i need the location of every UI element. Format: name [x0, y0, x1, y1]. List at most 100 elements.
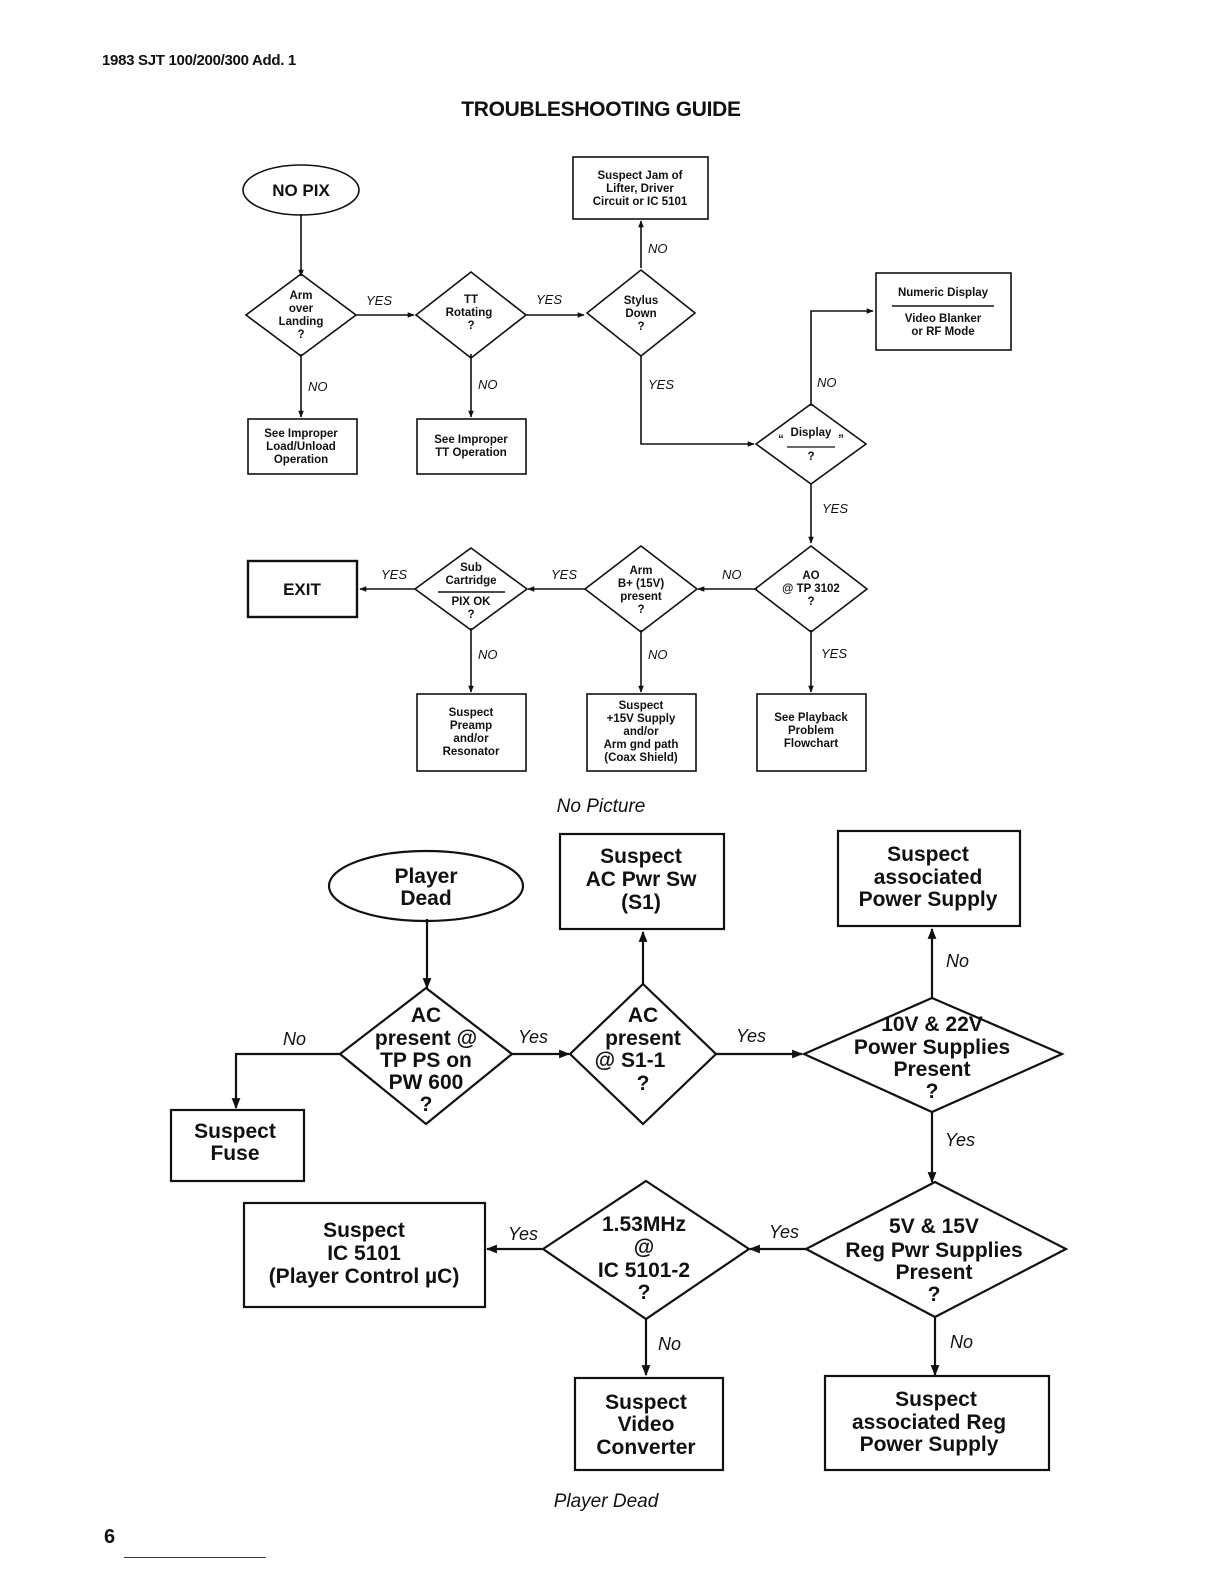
ac-present-s1-line: @ S1-1 — [595, 1049, 666, 1072]
ac-present-tp-line: PW 600 — [389, 1071, 464, 1094]
player-dead-line: Dead — [400, 887, 451, 910]
edge-label-no: NO — [817, 375, 837, 390]
edge-label-yes: Yes — [769, 1222, 799, 1242]
no-pix-oval — [242, 164, 360, 216]
arm-b-plus-line: present — [620, 591, 662, 603]
edge-label-yes: Yes — [945, 1130, 975, 1150]
suspect-ic5101-line: Suspect — [323, 1219, 405, 1242]
suspect-ic5101-line: (Player Control µC) — [269, 1265, 460, 1288]
player-dead-caption: Player Dead — [554, 1491, 660, 1512]
edge-label-no: No — [658, 1334, 681, 1354]
supplies-10v-22v-decision — [801, 996, 1065, 1114]
suspect-15v-line: Suspect — [619, 700, 664, 712]
suspect-15v-line: and/or — [623, 726, 659, 738]
video-blanker-line: Video Blanker — [905, 313, 982, 325]
suspect-jam-line: Lifter, Driver — [606, 183, 674, 195]
suspect-preamp-line: Suspect — [449, 707, 494, 719]
see-improper-tt-line: TT Operation — [435, 447, 507, 459]
stylus-down-line: ? — [637, 321, 644, 333]
no-picture-flowchart — [242, 156, 1012, 772]
stylus-down-decision — [585, 268, 697, 358]
suspect-assoc-ps-line: associated — [874, 866, 983, 889]
ao-tp-line: AO — [802, 570, 819, 582]
ao-tp-line: @ TP 3102 — [782, 583, 840, 595]
player-dead-texts: Player Dead Suspect AC Pwr Sw (S1) Suspe… — [194, 843, 1023, 1512]
suspect-assoc-reg-box — [823, 1374, 1051, 1472]
arm-b-plus-line: B+ (15V) — [618, 578, 665, 590]
player-dead-oval — [327, 849, 525, 923]
ac-present-tp-line: present @ — [375, 1027, 477, 1050]
see-improper-tt-box — [416, 418, 527, 475]
supplies-10v-line: ? — [926, 1080, 939, 1103]
suspect-assoc-ps-line: Power Supply — [859, 888, 998, 911]
mhz-ic-line: @ — [634, 1236, 654, 1259]
suspect-ac-sw-line: (S1) — [621, 891, 661, 914]
see-playback-line: Flowchart — [784, 738, 838, 750]
suspect-preamp-box — [416, 693, 527, 772]
arm-b-plus-decision — [583, 544, 699, 634]
edge-label-yes: YES — [822, 501, 848, 516]
suspect-video-conv-box — [573, 1376, 725, 1472]
arm-over-landing-line: over — [289, 303, 314, 315]
edge-stylus-display — [640, 356, 755, 447]
ac-present-tp-line: ? — [420, 1093, 433, 1116]
edge-label-no: No — [950, 1332, 973, 1352]
edge-label-no: NO — [478, 377, 498, 392]
edge-label-no: NO — [722, 567, 742, 582]
edge-label-no: NO — [478, 647, 498, 662]
player-dead-line: Player — [394, 865, 457, 888]
ac-present-s1-line: present — [605, 1027, 681, 1050]
edge-label-no: No — [283, 1029, 306, 1049]
edge-label-yes: YES — [551, 567, 577, 582]
display-decision — [754, 403, 868, 485]
arm-over-landing-line: ? — [297, 329, 304, 341]
arm-b-plus-line: ? — [637, 604, 644, 616]
arm-over-landing-line: Arm — [289, 290, 312, 302]
suspect-jam-line: Circuit or IC 5101 — [593, 196, 688, 208]
video-blanker-line: or RF Mode — [911, 326, 974, 338]
sub-cartridge-decision — [413, 547, 529, 631]
mhz-ic-line: 1.53MHz — [602, 1213, 686, 1236]
sub-cartridge-line: Sub — [460, 562, 482, 574]
display-label: Display — [791, 427, 833, 439]
arm-over-landing-line: Landing — [279, 316, 324, 328]
edge-label-yes: YES — [536, 292, 562, 307]
see-improper-load-line: Operation — [274, 454, 328, 466]
exit-box — [246, 559, 359, 619]
edge-ac-tp-fuse — [231, 1052, 342, 1110]
suspect-ac-sw-line: Suspect — [600, 845, 682, 868]
edge-label-yes: YES — [381, 567, 407, 582]
mhz-ic-line: ? — [638, 1281, 651, 1304]
suspect-15v-box — [586, 693, 697, 772]
suspect-fuse-line: Fuse — [210, 1142, 259, 1165]
tt-rotating-line: ? — [467, 320, 474, 332]
ac-present-s1-line: AC — [628, 1004, 658, 1027]
suspect-jam-box — [572, 156, 709, 220]
display-close-quote: ” — [838, 434, 844, 446]
edge-label-yes: YES — [366, 293, 392, 308]
edge-label-no: No — [946, 951, 969, 971]
suspect-assoc-ps-line: Suspect — [887, 843, 969, 866]
supplies-5v-15v-decision — [803, 1180, 1069, 1319]
see-improper-load-line: Load/Unload — [266, 441, 336, 453]
see-playback-box — [756, 693, 867, 772]
suspect-fuse-box — [169, 1108, 306, 1183]
tt-rotating-line: TT — [464, 294, 478, 306]
supplies-10v-line: Power Supplies — [854, 1036, 1010, 1059]
suspect-assoc-reg-line: Suspect — [895, 1388, 977, 1411]
stylus-down-line: Down — [625, 308, 656, 320]
edge-label-yes: YES — [821, 646, 847, 661]
suspect-video-conv-line: Video — [618, 1413, 675, 1436]
suspect-ac-sw-line: AC Pwr Sw — [586, 868, 698, 891]
ac-present-tp-line: TP PS on — [380, 1049, 472, 1072]
display-question: ? — [807, 451, 814, 463]
mhz-ic-decision — [541, 1179, 751, 1321]
supplies-5v-line: Present — [895, 1261, 972, 1284]
supplies-5v-line: Reg Pwr Supplies — [845, 1239, 1022, 1262]
see-improper-load-box — [247, 418, 358, 475]
suspect-assoc-ps-box — [836, 829, 1022, 928]
suspect-video-conv-line: Suspect — [605, 1391, 687, 1414]
edge-label-yes: Yes — [518, 1027, 548, 1047]
mhz-ic-line: IC 5101-2 — [598, 1259, 690, 1282]
suspect-preamp-line: Resonator — [443, 746, 500, 758]
